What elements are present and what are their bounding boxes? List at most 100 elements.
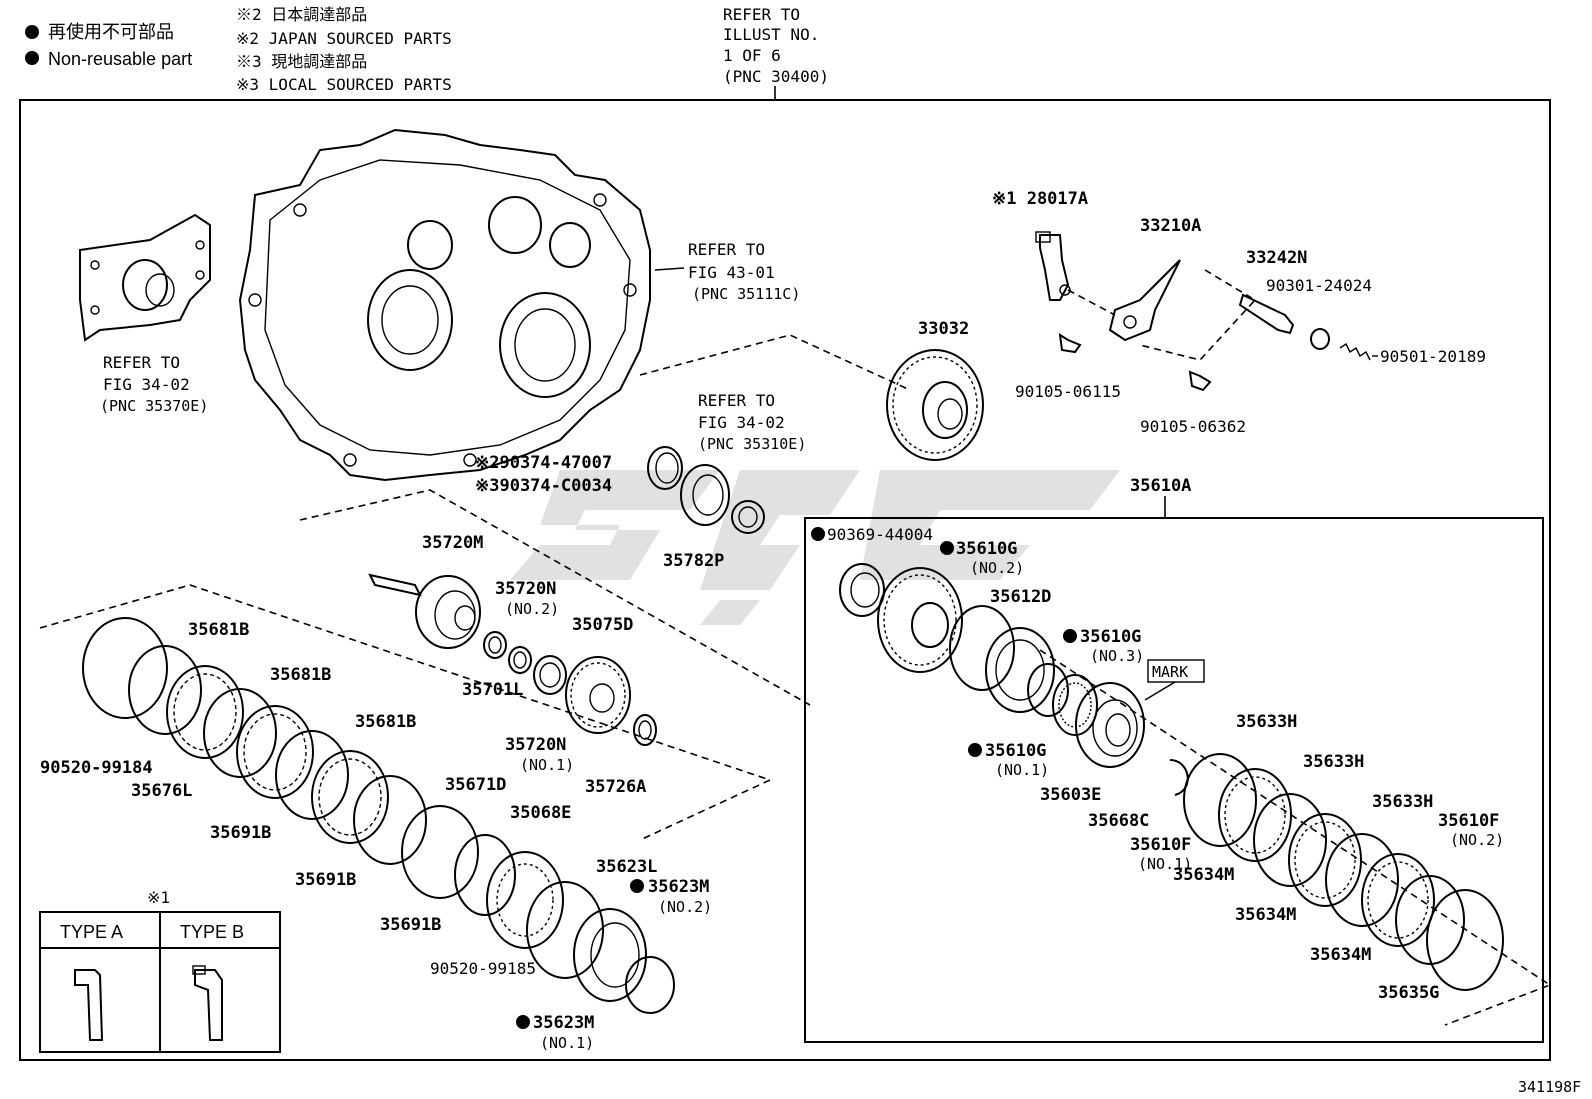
transaxle-case [238, 128, 651, 482]
svg-text:ILLUST NO.: ILLUST NO. [723, 25, 819, 44]
part-label-35676L: 35676L [131, 781, 192, 801]
type-b-label: TYPE B [180, 922, 244, 942]
svg-text:FIG 34-02: FIG 34-02 [103, 375, 190, 394]
clutch-pack-left-outline [39, 584, 773, 841]
side-cover [79, 213, 211, 342]
assembly-axis-upper [639, 334, 911, 391]
assembly-axis-lower [299, 489, 811, 706]
part-label-33242N: 33242N [1246, 248, 1307, 268]
part-label-35633H-b: 35633H [1303, 752, 1364, 772]
part-label-35068E: 35068E [510, 803, 571, 823]
part-label-35612D: 35612D [990, 587, 1051, 607]
svg-text:(NO.1): (NO.1) [995, 761, 1049, 779]
part-label-35610F-no2: 35610F [1438, 811, 1499, 831]
part-label-35681B-a: 35681B [188, 620, 249, 640]
non-reusable-bullet-icon [630, 879, 644, 893]
part-label-35634M-a: 35634M [1173, 865, 1234, 885]
part-label-90369-44004: 90369-44004 [827, 525, 933, 544]
legend-japan-en: ※2 JAPAN SOURCED PARTS [236, 29, 452, 48]
part-label-35681B-b: 35681B [270, 665, 331, 685]
non-reusable-bullet-icon [516, 1015, 530, 1029]
part-label-35623M-no2: 35623M [648, 877, 709, 897]
left-clutch-pack: 90520-99184 35676L 35681B 35691B 35681B … [40, 617, 712, 1052]
part-label-90520-99185: 90520-99185 [430, 959, 536, 978]
type-inset: ※1 TYPE A TYPE B [39, 888, 281, 1053]
svg-text:(NO.1): (NO.1) [520, 756, 574, 774]
svg-text:REFER TO: REFER TO [698, 391, 775, 410]
non-reusable-bullet-icon [1063, 629, 1077, 643]
part-label-35668C: 35668C [1088, 811, 1149, 831]
type-inset-marker: ※1 [147, 888, 170, 907]
mark-label: MARK [1152, 663, 1188, 681]
part-label-35671D: 35671D [445, 775, 506, 795]
part-label-35691B-a: 35691B [210, 823, 271, 843]
part-label-35720N-no1: 35720N [505, 735, 566, 755]
part-label-35720M: 35720M [422, 533, 483, 553]
svg-text:(NO.1): (NO.1) [540, 1034, 594, 1052]
legend-non-reusable-en: Non-reusable part [48, 49, 192, 69]
diagram-frame [19, 99, 1551, 1061]
part-label-35681B-c: 35681B [355, 712, 416, 732]
gear-33032: 33032 [886, 319, 984, 461]
part-label-35610G-no2: 35610G [956, 539, 1017, 559]
planetary-35720M: 35720M [368, 533, 483, 649]
part-label-35691B-c: 35691B [380, 915, 441, 935]
part-label-35720N-no2: 35720N [495, 579, 556, 599]
part-label-35603E: 35603E [1040, 785, 1101, 805]
svg-text:(PNC 30400): (PNC 30400) [723, 67, 829, 86]
part-label-33032: 33032 [918, 319, 969, 339]
part-label-35610A: 35610A [1130, 476, 1191, 496]
part-label-90374-C0034: ※390374-C0034 [475, 476, 612, 496]
svg-text:REFER TO: REFER TO [688, 240, 765, 259]
part-label-35691B-b: 35691B [295, 870, 356, 890]
part-label-35610G-no1: 35610G [985, 741, 1046, 761]
part-label-90501: 90501-20189 [1380, 347, 1486, 366]
svg-text:(NO.3): (NO.3) [1090, 647, 1144, 665]
svg-text:(NO.2): (NO.2) [1450, 831, 1504, 849]
refer-illust-note: REFER TO ILLUST NO. 1 OF 6 (PNC 30400) [723, 5, 829, 100]
washer-35720N-no2: 35720N (NO.2) [495, 579, 559, 674]
part-label-35633H-c: 35633H [1372, 792, 1433, 812]
part-label-35634M-c: 35634M [1310, 945, 1371, 965]
svg-text:(PNC 35310E): (PNC 35310E) [698, 435, 806, 453]
legend: 再使用不可部品 Non-reusable part ※2 日本調達部品 ※2 J… [25, 5, 452, 94]
svg-text:FIG 43-01: FIG 43-01 [688, 263, 775, 282]
part-label-90374-47007: ※290374-47007 [475, 453, 612, 473]
non-reusable-bullet-icon [968, 743, 982, 757]
washer-35726A: 35726A [585, 714, 657, 797]
refer-left-note: REFER TO FIG 34-02 (PNC 35370E) [100, 353, 208, 415]
refer-case-note: REFER TO FIG 43-01 (PNC 35111C) [654, 240, 800, 303]
washer-35701L: 35701L [462, 631, 523, 700]
part-label-33210A: 33210A [1140, 216, 1201, 236]
svg-text:(PNC 35111C): (PNC 35111C) [692, 285, 800, 303]
part-label-90520-99184: 90520-99184 [40, 758, 153, 778]
type-a-label: TYPE A [60, 922, 123, 942]
legend-non-reusable-jp: 再使用不可部品 [48, 22, 174, 42]
washer-90374: ※290374-47007 ※390374-C0034 [475, 446, 683, 496]
part-label-90105-06362: 90105-06362 [1140, 417, 1246, 436]
svg-text:(NO.2): (NO.2) [970, 559, 1024, 577]
part-label-35623M-no1: 35623M [533, 1013, 594, 1033]
legend-japan-jp: ※2 日本調達部品 [236, 5, 367, 24]
figure-id: 341198F [1518, 1078, 1581, 1096]
non-reusable-bullet-icon [25, 51, 39, 65]
svg-text:REFER TO: REFER TO [103, 353, 180, 372]
part-label-90301: 90301-24024 [1266, 276, 1372, 295]
parking-lock-group: ※1 28017A 33210A 33242N 90301-24024 9050… [992, 189, 1486, 436]
svg-text:(PNC 35370E): (PNC 35370E) [100, 397, 208, 415]
part-label-35635G: 35635G [1378, 983, 1439, 1003]
refer-mid-note: REFER TO FIG 34-02 (PNC 35310E) [698, 391, 806, 453]
gear-35075D: 35075D [565, 615, 633, 734]
svg-text:(NO.2): (NO.2) [658, 898, 712, 916]
bearing-35720N-no1: 35720N (NO.1) [505, 655, 574, 774]
part-label-35634M-b: 35634M [1235, 905, 1296, 925]
part-label-90105-06115: 90105-06115 [1015, 382, 1121, 401]
svg-text:1 OF 6: 1 OF 6 [723, 46, 781, 65]
legend-local-jp: ※3 現地調達部品 [236, 52, 367, 71]
non-reusable-bullet-icon [940, 541, 954, 555]
part-label-35075D: 35075D [572, 615, 633, 635]
part-label-35610F-no1: 35610F [1130, 835, 1191, 855]
part-label-35623L: 35623L [596, 857, 657, 877]
svg-text:FIG 34-02: FIG 34-02 [698, 413, 785, 432]
